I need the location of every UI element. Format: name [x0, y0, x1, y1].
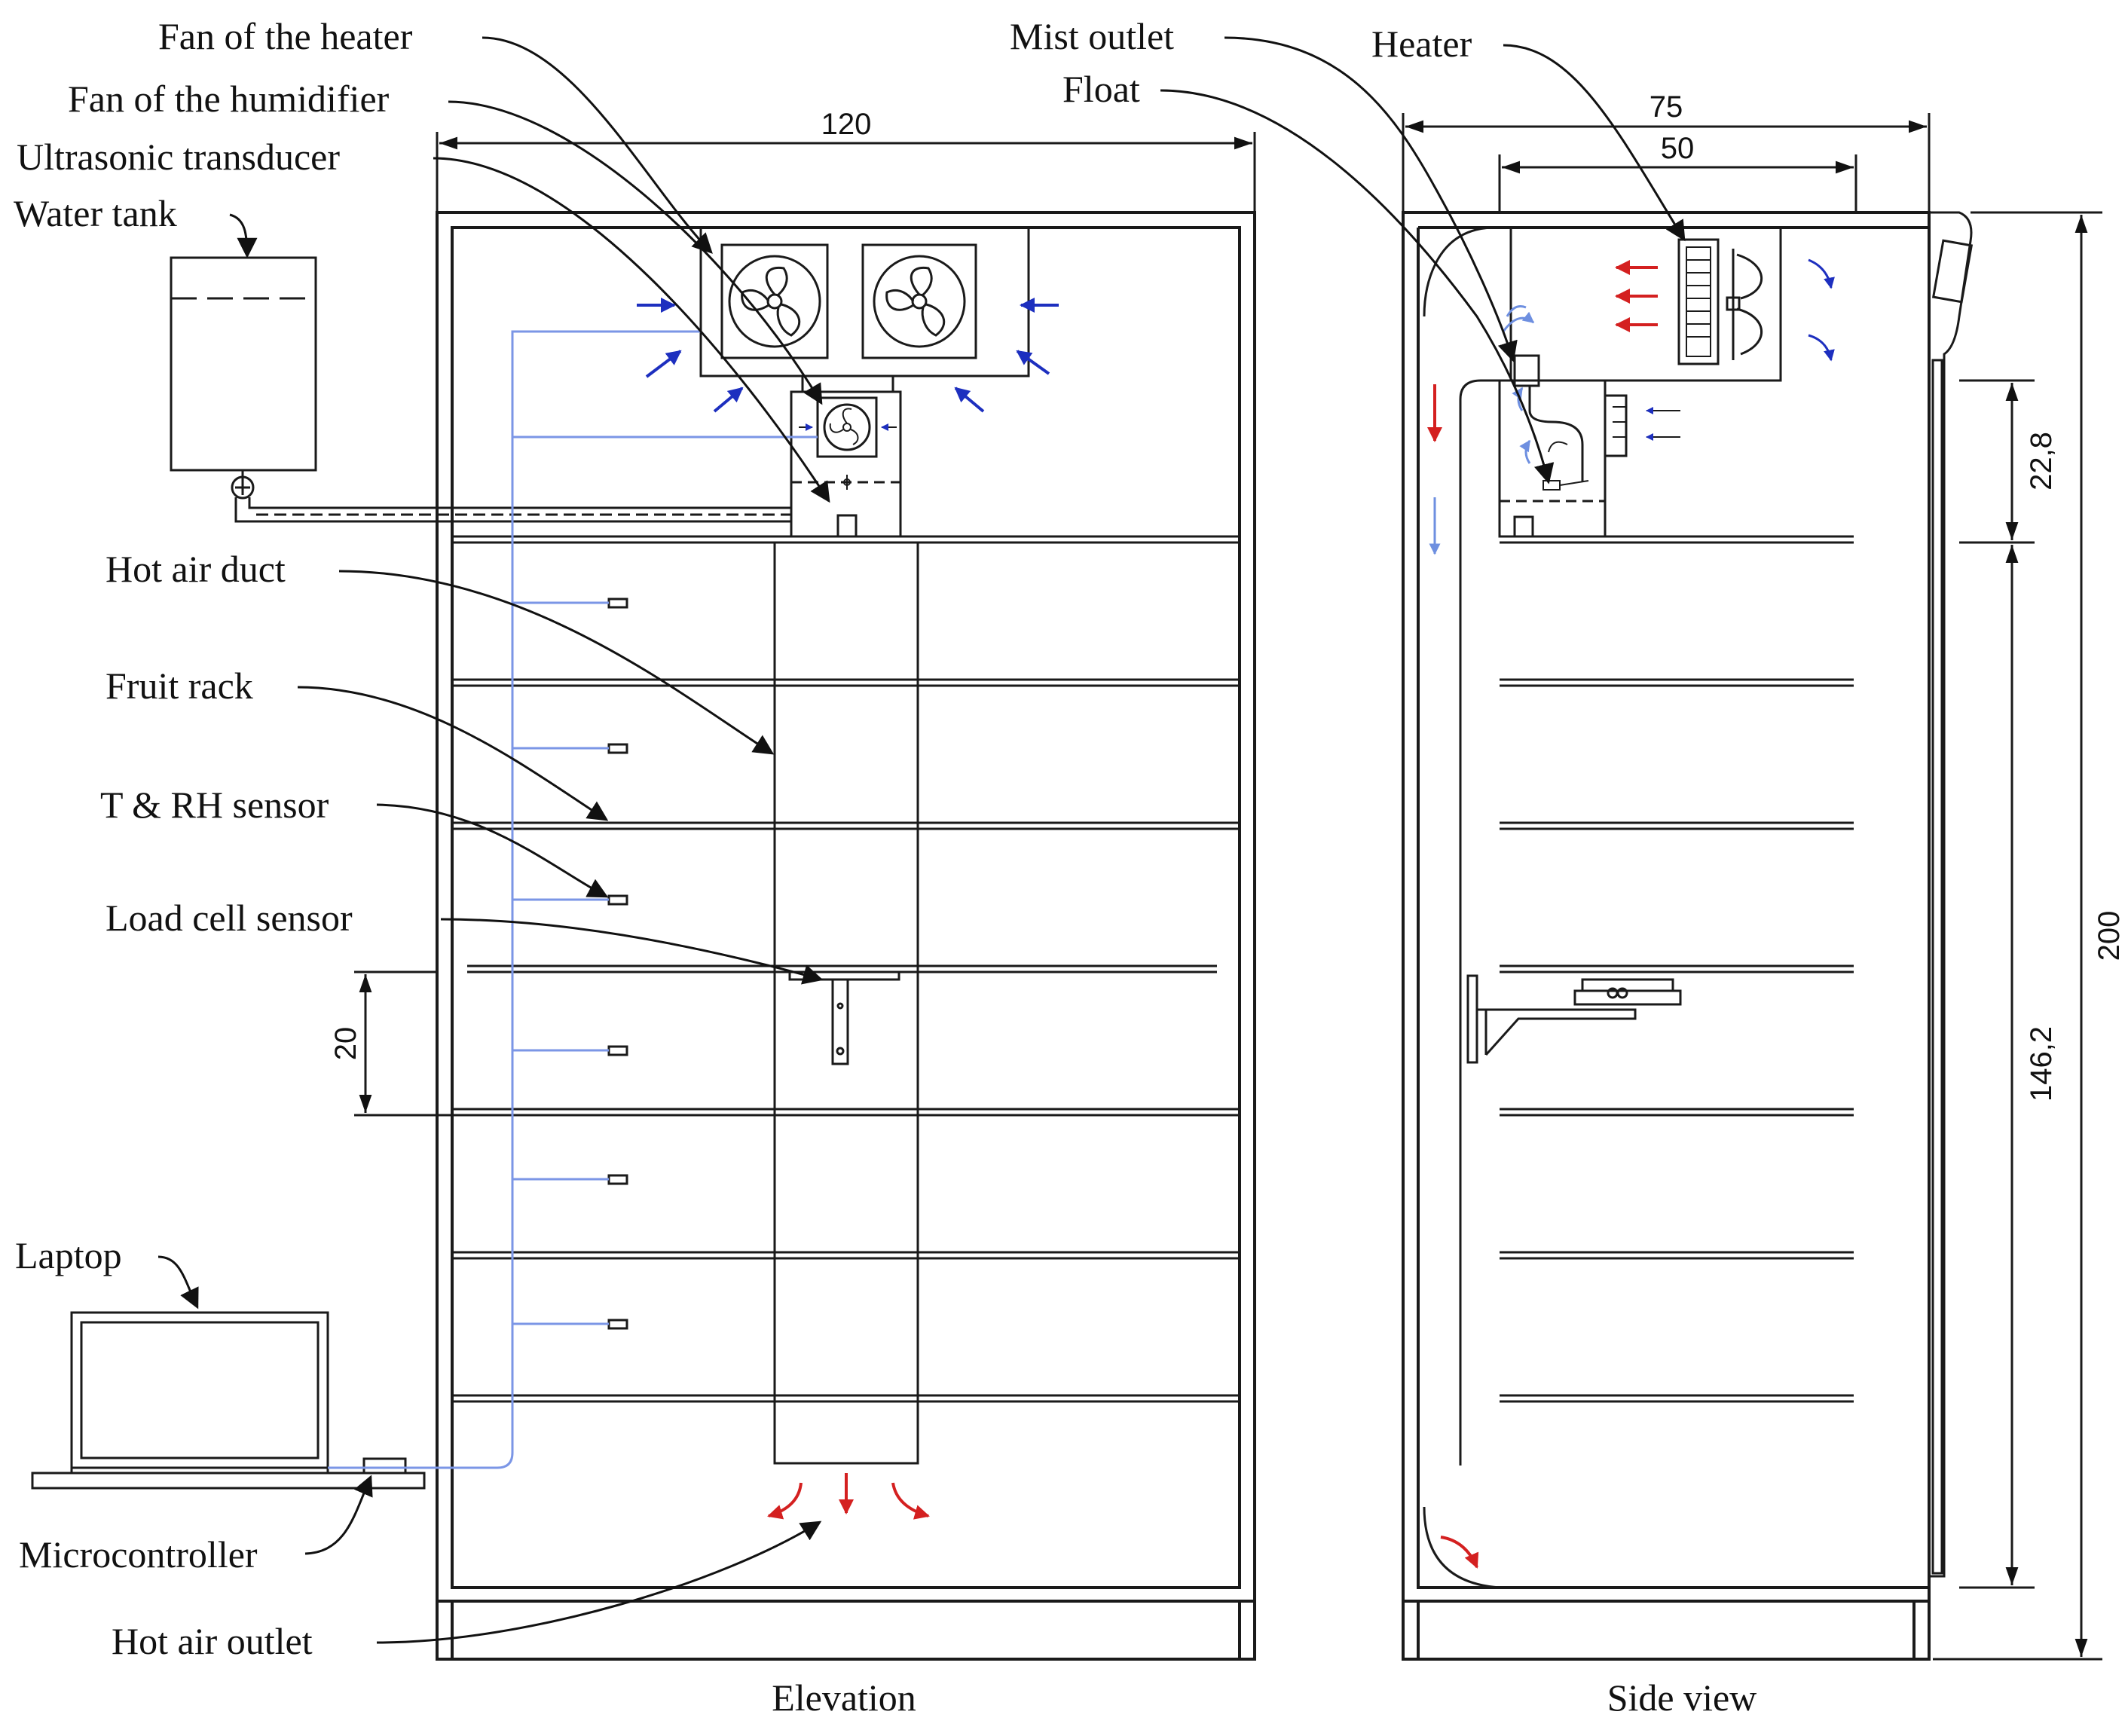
elevation-shelves — [452, 535, 1240, 1403]
side-cabinet-outer — [1402, 211, 1931, 1661]
dim-upper-height: 22,8 — [2025, 432, 2058, 491]
label-water-tank: Water tank — [14, 192, 177, 234]
label-fan-heater: Fan of the heater — [158, 15, 413, 57]
side-fan-icon — [1726, 249, 1763, 360]
dim-side-top: 50 — [1661, 132, 1695, 165]
ultrasonic-transducer — [836, 514, 858, 538]
dim-rack-spacing: 20 — [329, 1027, 362, 1061]
label-trh-sensor: T & RH sensor — [100, 784, 329, 826]
label-microcontroller: Microcontroller — [19, 1533, 258, 1576]
cold-air-arrows — [637, 298, 1059, 431]
dim-side-depth: 75 — [1650, 90, 1683, 124]
label-laptop: Laptop — [15, 1234, 122, 1276]
heater-box — [1509, 226, 1782, 382]
water-tank — [170, 256, 317, 472]
side-humidifier-box — [1498, 379, 1607, 538]
side-shelves — [1500, 535, 1854, 1403]
dim-elevation-width: 120 — [821, 108, 872, 141]
dim-total-height: 200 — [2093, 911, 2126, 961]
side-load-cell — [1466, 974, 1682, 1064]
trh-sensors — [607, 598, 628, 1330]
sensor-wiring — [328, 330, 818, 1469]
dimension-labels: 120 20 75 50 22,8 146,2 200 — [329, 90, 2126, 1102]
caption-side-view: Side view — [1607, 1676, 1757, 1719]
label-load-cell: Load cell sensor — [105, 897, 353, 939]
humidifier-fan-icon — [816, 396, 878, 458]
load-cell — [788, 970, 900, 1065]
label-fruit-rack: Fruit rack — [105, 665, 253, 707]
hot-air-outlet-arrows — [767, 1473, 930, 1520]
label-heater: Heater — [1371, 23, 1472, 65]
side-hot-arrows — [1427, 260, 1658, 1569]
label-hot-air-duct: Hot air duct — [105, 548, 286, 590]
microcontroller — [362, 1457, 407, 1475]
elevation-dimensions — [354, 132, 1256, 1117]
laptop-screen — [70, 1311, 329, 1469]
float-icon — [1542, 480, 1561, 491]
leader-lines — [157, 36, 1686, 1644]
label-fan-humidifier: Fan of the humidifier — [68, 78, 390, 120]
side-dimensions — [1402, 113, 2102, 1661]
door-handle — [1931, 239, 1974, 304]
elevation-view — [31, 211, 1256, 1661]
view-captions: Elevation Side view — [772, 1676, 1757, 1719]
mist-outlet-tube — [1513, 354, 1540, 387]
elevation-cabinet-outer — [436, 211, 1256, 1661]
heater-fan-icon — [720, 243, 829, 359]
side-humidifier-fan — [1604, 394, 1628, 457]
callout-labels: Fan of the heater Fan of the humidifier … — [14, 15, 1472, 1662]
dim-lower-height: 146,2 — [2025, 1026, 2058, 1102]
label-hot-air-outlet: Hot air outlet — [112, 1620, 313, 1662]
caption-elevation: Elevation — [772, 1676, 916, 1719]
humidifier-housing-fan-icon — [861, 243, 977, 359]
heater-icon — [1677, 238, 1720, 365]
label-ultrasonic: Ultrasonic transducer — [17, 136, 340, 178]
label-float: Float — [1062, 68, 1140, 110]
laptop-base — [31, 1472, 426, 1490]
hot-air-duct — [773, 541, 919, 1465]
label-mist-outlet: Mist outlet — [1010, 15, 1174, 57]
side-view — [1402, 211, 1974, 1661]
side-cold-arrows — [1646, 258, 1835, 441]
side-mist-arrows — [1429, 305, 1535, 555]
